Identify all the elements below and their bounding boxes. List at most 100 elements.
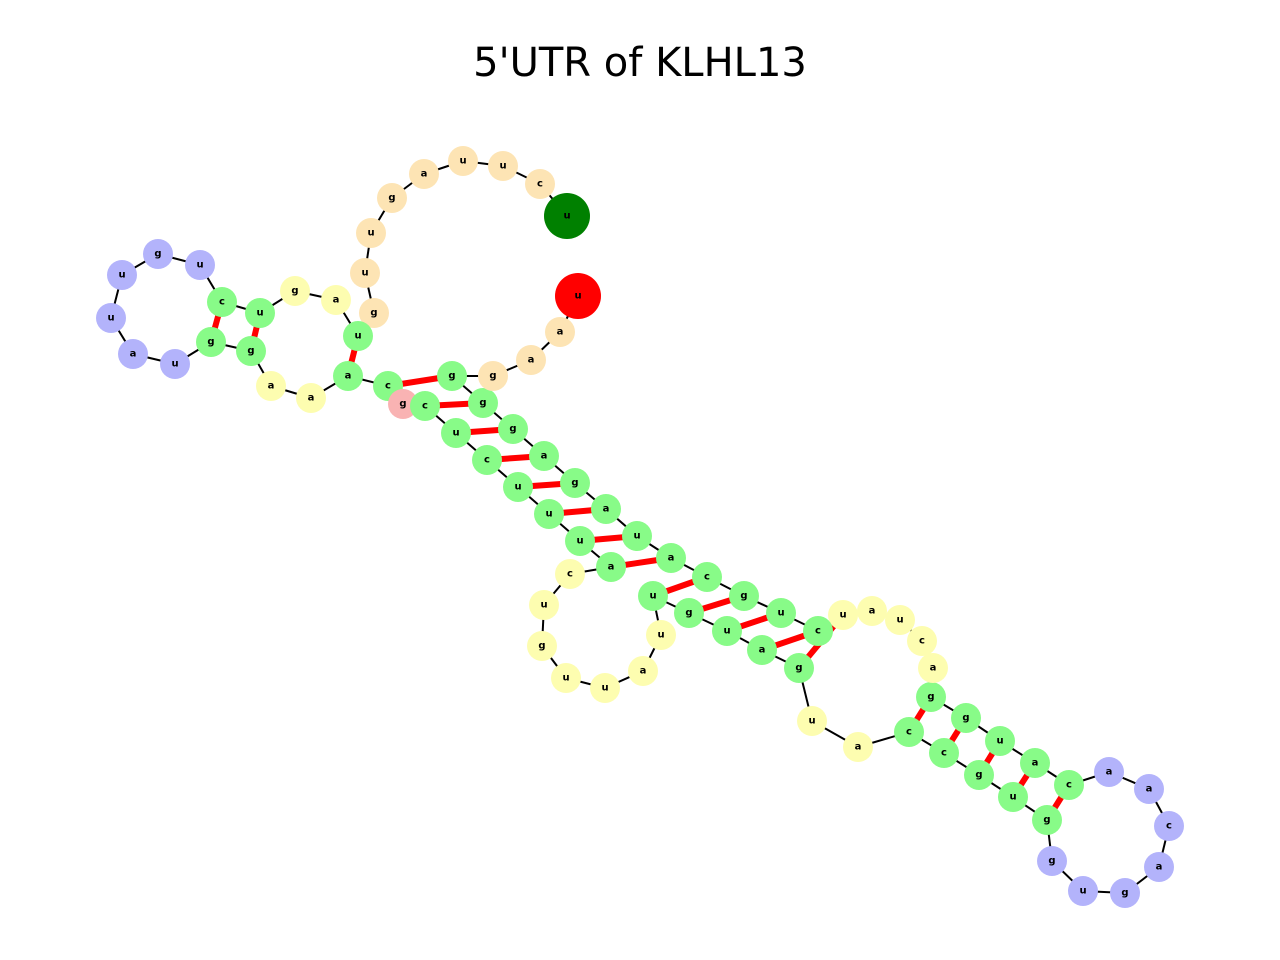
nucleotide-label: g: [388, 193, 395, 204]
five-prime-end-node: u: [544, 193, 590, 239]
nucleotide-node: g: [478, 361, 508, 391]
nucleotide-circle: [185, 250, 215, 280]
nucleotide-circle: [560, 468, 590, 498]
nucleotide-circle: [646, 620, 676, 650]
nucleotide-label: a: [855, 742, 862, 753]
nucleotide-circle: [591, 494, 621, 524]
nucleotide-circle: [885, 605, 915, 635]
nucleotide-node: u: [160, 349, 190, 379]
nucleotide-label: g: [448, 371, 455, 382]
nucleotide-label: a: [640, 666, 647, 677]
nucleotide-label: c: [537, 179, 543, 190]
nucleotide-node: g: [437, 361, 467, 391]
nucleotide-label: a: [603, 504, 610, 515]
nucleotide-node: u: [998, 782, 1028, 812]
nucleotide-label: c: [385, 381, 391, 392]
nucleotide-circle: [951, 703, 981, 733]
nucleotide-circle: [985, 726, 1015, 756]
nucleotide-circle: [245, 298, 275, 328]
nucleotide-label: u: [354, 331, 361, 342]
nucleotide-circle: [356, 218, 386, 248]
nucleotide-label: g: [1043, 815, 1050, 826]
nucleotide-label: u: [540, 600, 547, 611]
nucleotide-label: a: [345, 371, 352, 382]
nucleotide-circle: [916, 682, 946, 712]
nucleotide-node: g: [468, 388, 498, 418]
nucleotide-circle: [998, 782, 1028, 812]
nucleotide-label: u: [633, 531, 640, 542]
nucleotide-node: a: [118, 339, 148, 369]
nucleotide-node: c: [907, 626, 937, 656]
nucleotide-circle: [918, 653, 948, 683]
nucleotide-label: u: [839, 610, 846, 621]
nucleotide-label: a: [1106, 767, 1113, 778]
nucleotide-circle: [498, 414, 528, 444]
nucleotide-circle: [478, 361, 508, 391]
nucleotide-label: a: [541, 451, 548, 462]
nucleotide-circle: [472, 445, 502, 475]
nucleotide-node: a: [256, 371, 286, 401]
nucleotide-circle: [1054, 770, 1084, 800]
nucleotide-node: u: [565, 526, 595, 556]
nucleotide-circle: [729, 581, 759, 611]
nucleotide-circle: [529, 590, 559, 620]
nucleotide-circle: [692, 562, 722, 592]
nucleotide-circle: [107, 260, 137, 290]
nucleotide-label: a: [421, 169, 428, 180]
nucleotide-circle: [674, 598, 704, 628]
nucleotide-label: u: [361, 268, 368, 279]
nucleotide-label: g: [1121, 888, 1128, 899]
nucleotide-label: a: [333, 295, 340, 306]
nucleotide-circle: [296, 383, 326, 413]
nucleotide-node: g: [784, 653, 814, 683]
nucleotide-circle: [534, 499, 564, 529]
nucleotide-node: u: [534, 499, 564, 529]
nucleotide-node: a: [747, 635, 777, 665]
nucleotide-node: g: [729, 581, 759, 611]
nucleotide-label: c: [941, 748, 947, 759]
nucleotide-label: c: [484, 455, 490, 466]
nucleotide-circle: [907, 626, 937, 656]
nucleotide-label: u: [452, 428, 459, 439]
nucleotide-node: u: [590, 673, 620, 703]
nucleotide-label: g: [399, 399, 406, 410]
nucleotide-circle: [527, 631, 557, 661]
nucleotide-label: u: [107, 313, 114, 324]
nucleotide-node: a: [1144, 852, 1174, 882]
nucleotide-node: a: [857, 596, 887, 626]
nucleotide-node: g: [1037, 846, 1067, 876]
nucleotide-label: c: [1066, 780, 1072, 791]
nucleotide-circle: [565, 526, 595, 556]
nucleotide-node: u: [885, 605, 915, 635]
nucleotide-node: a: [918, 653, 948, 683]
nucleotide-label: c: [919, 636, 925, 647]
nucleotide-circle: [410, 391, 440, 421]
nucleotide-circle: [803, 616, 833, 646]
nucleotide-label: u: [171, 359, 178, 370]
nucleotide-label: u: [545, 509, 552, 520]
nucleotide-label: u: [657, 630, 664, 641]
nucleotide-node: g: [560, 468, 590, 498]
nucleotide-label: c: [1166, 821, 1172, 832]
nucleotide-circle: [96, 303, 126, 333]
nucleotide-circle: [929, 738, 959, 768]
nucleotide-node: u: [350, 258, 380, 288]
nucleotide-circle: [638, 581, 668, 611]
nucleotide-node: c: [472, 445, 502, 475]
nucleotide-label: u: [459, 156, 466, 167]
nucleotide-node: g: [1032, 805, 1062, 835]
nucleotide-label: u: [996, 736, 1003, 747]
nucleotide-circle: [1110, 878, 1140, 908]
nucleotide-node: a: [296, 383, 326, 413]
nucleotide-circle: [551, 663, 581, 693]
nucleotide-node: g: [236, 336, 266, 366]
nucleotide-label: c: [219, 297, 225, 308]
nucleotide-node: u: [712, 616, 742, 646]
nucleotide-circle: [545, 317, 575, 347]
nucleotide-node: u: [343, 321, 373, 351]
nucleotide-label: u: [649, 591, 656, 602]
nucleotide-circle: [409, 159, 439, 189]
nucleotide-node: u: [441, 418, 471, 448]
nucleotide-circle: [622, 521, 652, 551]
